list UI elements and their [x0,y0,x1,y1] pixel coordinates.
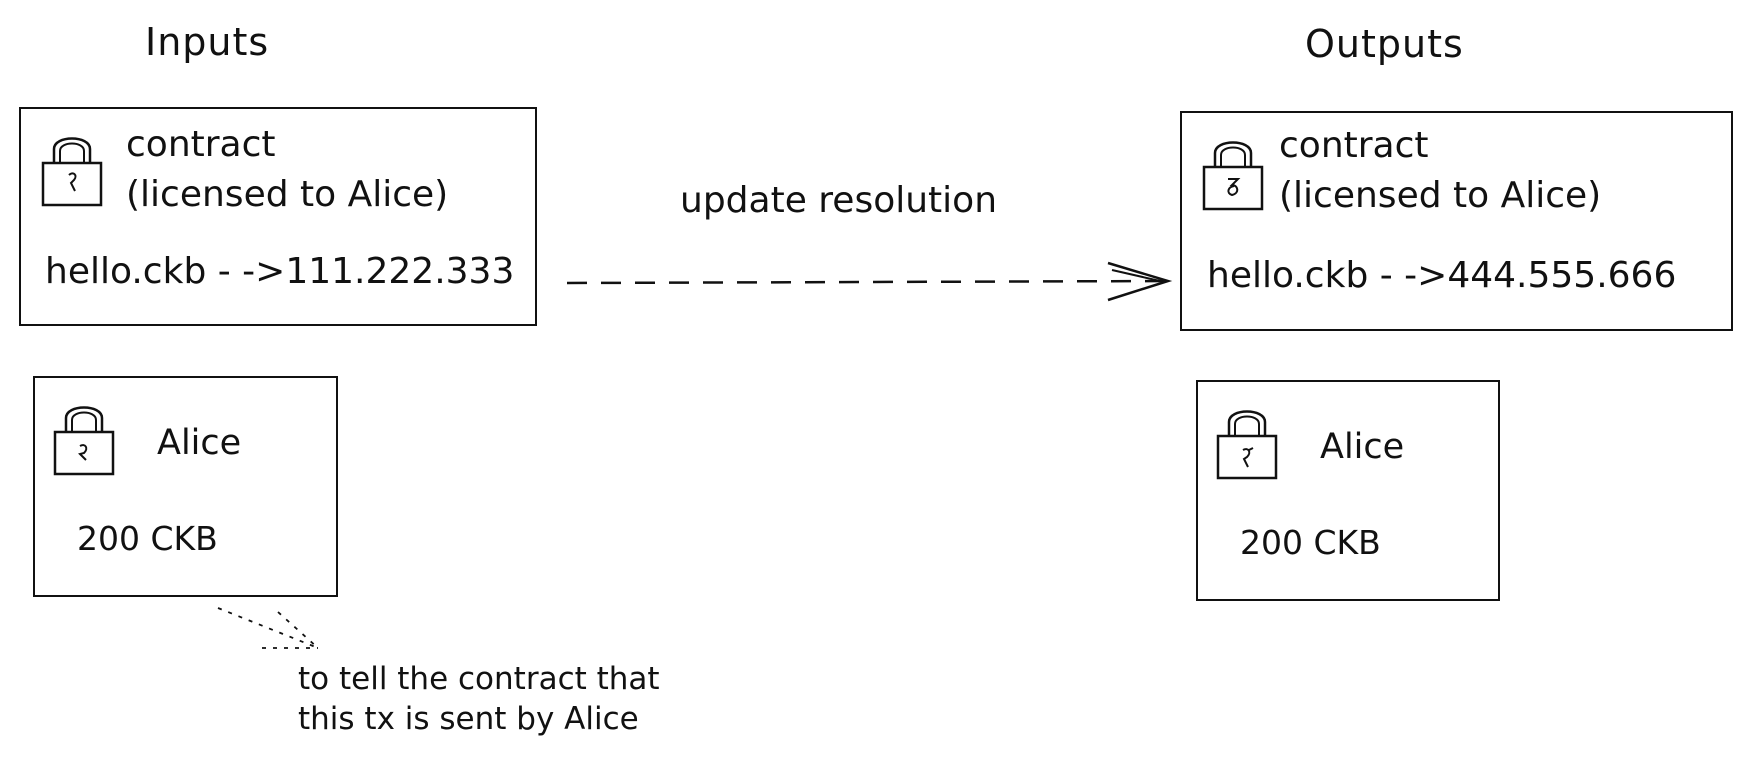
owner-name: Alice [1320,427,1405,467]
update-arrow [566,261,1173,302]
note-line-2: this tx is sent by Alice [298,701,639,737]
output-alice-cell: Alice 200 CKB [1196,380,1500,601]
contract-title: contract [126,124,276,165]
inputs-heading: Inputs [145,20,270,64]
outputs-heading: Outputs [1305,22,1464,66]
note-connector [217,607,319,649]
input-alice-cell: Alice 200 CKB [33,376,338,597]
lock-icon [53,406,115,476]
contract-data: hello.ckb - ->444.555.666 [1207,255,1677,296]
output-contract-cell: contract (licensed to Alice) hello.ckb -… [1180,111,1733,331]
lock-icon [41,137,103,207]
contract-license: (licensed to Alice) [1279,175,1602,216]
contract-title: contract [1279,125,1429,166]
note-line-1: to tell the contract that [298,661,660,697]
contract-data: hello.ckb - ->111.222.333 [45,251,515,292]
update-resolution-label: update resolution [680,180,998,221]
ckb-amount: 200 CKB [1240,523,1381,562]
lock-icon [1202,141,1264,211]
ckb-amount: 200 CKB [77,519,218,558]
owner-name: Alice [157,423,242,463]
input-contract-cell: contract (licensed to Alice) hello.ckb -… [19,107,537,326]
contract-license: (licensed to Alice) [126,174,449,215]
lock-icon [1216,410,1278,480]
